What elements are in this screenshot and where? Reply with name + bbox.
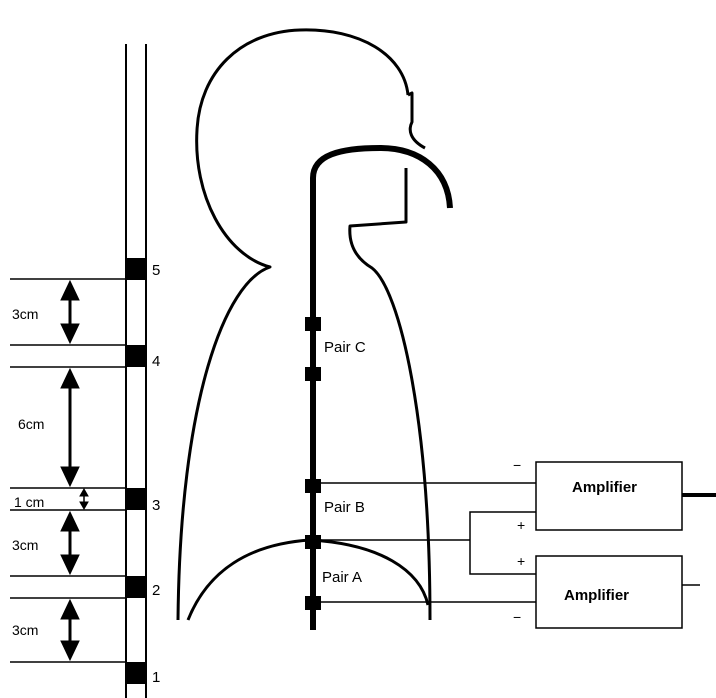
electrode-3-label: 3 [152,497,160,514]
electrode-3 [126,488,146,510]
spacing-5-4-label: 3cm [12,306,38,322]
wiring [313,482,716,603]
catheter-full [125,44,147,698]
electrode-4-label: 4 [152,353,160,370]
amplifier-1-label: Amplifier [572,479,637,496]
amplifier-2-box [535,555,683,629]
electrode-1 [126,662,146,684]
pair-c-label: Pair C [324,339,366,356]
electrode-width-label: 1 cm [14,494,44,510]
amplifier-1-box [535,461,683,531]
electrode-1-label: 1 [152,669,160,686]
electrode-4 [126,345,146,367]
amplifier-2-plus-sign: + [517,553,525,569]
amplifier-2-label: Amplifier [564,587,629,604]
body-silhouette [176,28,432,621]
spacing-3-2-label: 3cm [12,537,38,553]
spacing-4-3-label: 6cm [18,416,44,432]
pair-b-label: Pair B [324,499,365,516]
amplifier-1-minus-sign: − [513,457,521,473]
electrode-2-label: 2 [152,582,160,599]
inserted-catheter [310,144,453,630]
inserted-electrodes [305,317,321,610]
pair-a-label: Pair A [322,569,362,586]
amplifier-1-plus-sign: + [517,517,525,533]
amplifier-2-minus-sign: − [513,609,521,625]
electrode-5 [126,258,146,280]
dimension-arrows [60,279,89,662]
reference-lines [10,278,126,663]
electrode-5-label: 5 [152,262,160,279]
electrode-2 [126,576,146,598]
spacing-2-1-label: 3cm [12,622,38,638]
